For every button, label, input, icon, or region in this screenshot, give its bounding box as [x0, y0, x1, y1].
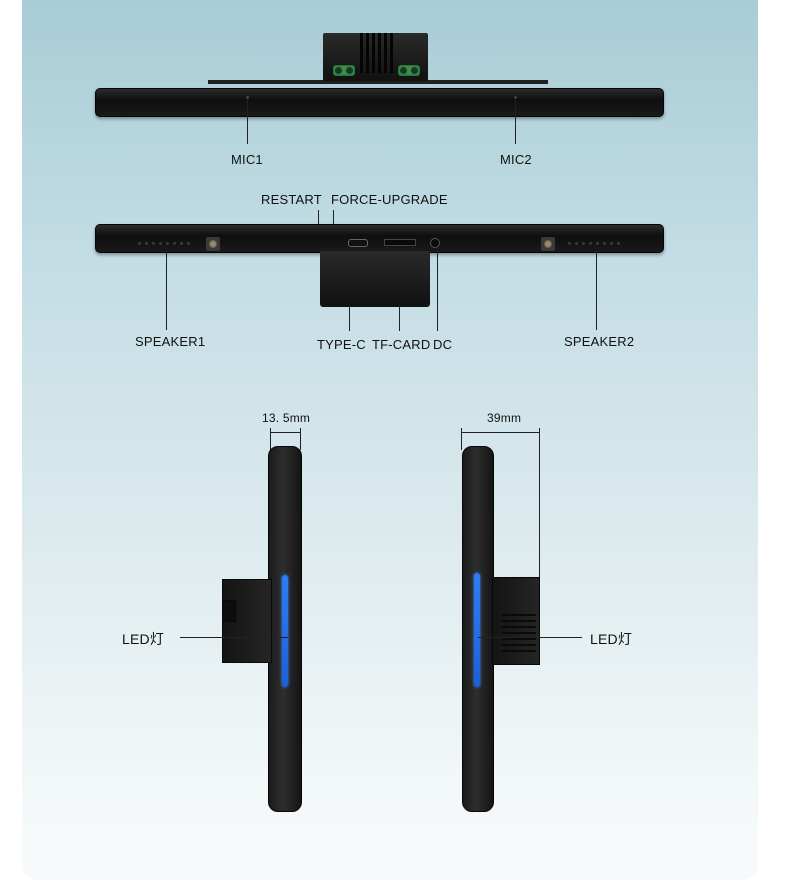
screw-left [206, 237, 220, 251]
speaker1-leader-line [166, 250, 167, 330]
right-dimension-tick-b [539, 428, 540, 588]
mic2-label: MIC2 [500, 152, 532, 167]
right-dimension-line [461, 432, 540, 433]
mic1-label: MIC1 [231, 152, 263, 167]
device-top-edge [95, 88, 664, 117]
heatsink-fin [378, 33, 381, 73]
mic2-hole [514, 96, 517, 99]
right-mount-vent [502, 644, 536, 646]
speaker2-grille [568, 242, 620, 246]
heatsink-fin [360, 33, 363, 73]
heatsink-fin [390, 33, 393, 73]
force-upgrade-leader-line [333, 210, 334, 236]
left-led-strip [282, 575, 288, 687]
heatsink-fin [372, 33, 375, 73]
typec-leader-line [349, 305, 350, 331]
bottom-mount-block [320, 251, 430, 307]
tf-card-slot [384, 239, 416, 246]
right-mount-vent [502, 632, 536, 634]
left-led-leader-line [180, 637, 288, 638]
dc-jack [430, 238, 440, 248]
right-led-label: LED灯 [590, 631, 633, 647]
mount-plate [208, 80, 548, 84]
typec-label: TYPE-C [317, 337, 366, 352]
mic2-leader-line [515, 100, 516, 144]
speaker2-label: SPEAKER2 [564, 334, 635, 349]
mic1-leader-line [247, 100, 248, 144]
green-terminal-left [333, 65, 355, 76]
tf-card-label: TF-CARD [372, 337, 431, 352]
force-upgrade-label: FORCE-UPGRADE [331, 192, 448, 207]
right-mount-vent [502, 650, 536, 652]
right-mount-vent [502, 614, 536, 616]
screw-right [541, 237, 555, 251]
right-mount-vent [502, 638, 536, 640]
left-dimension-line [270, 432, 301, 433]
right-mount-vent [502, 620, 536, 622]
left-side-mount-tab [222, 600, 236, 622]
mic1-hole [246, 96, 249, 99]
dc-label: DC [433, 337, 453, 352]
heatsink-fin [384, 33, 387, 73]
typec-port [348, 239, 368, 247]
left-led-label: LED灯 [122, 631, 165, 647]
right-dimension-label: 39mm [487, 411, 522, 425]
left-dimension-label: 13. 5mm [262, 411, 311, 425]
restart-label: RESTART [261, 192, 322, 207]
product-diagram-panel [22, 0, 758, 880]
right-led-leader-line [478, 637, 582, 638]
speaker1-label: SPEAKER1 [135, 334, 206, 349]
green-terminal-right [398, 65, 420, 76]
restart-leader-line [318, 210, 319, 236]
right-dimension-tick-a [461, 428, 462, 450]
dc-leader-line [437, 250, 438, 331]
device-bottom-edge [95, 224, 664, 253]
left-dimension-tick-a [270, 428, 271, 464]
speaker2-leader-line [596, 250, 597, 330]
right-mount-vent [502, 626, 536, 628]
speaker1-grille [138, 242, 190, 246]
tf-card-leader-line [399, 305, 400, 331]
left-dimension-tick-b [300, 428, 301, 450]
heatsink-fin [366, 33, 369, 73]
right-led-strip [474, 573, 480, 687]
